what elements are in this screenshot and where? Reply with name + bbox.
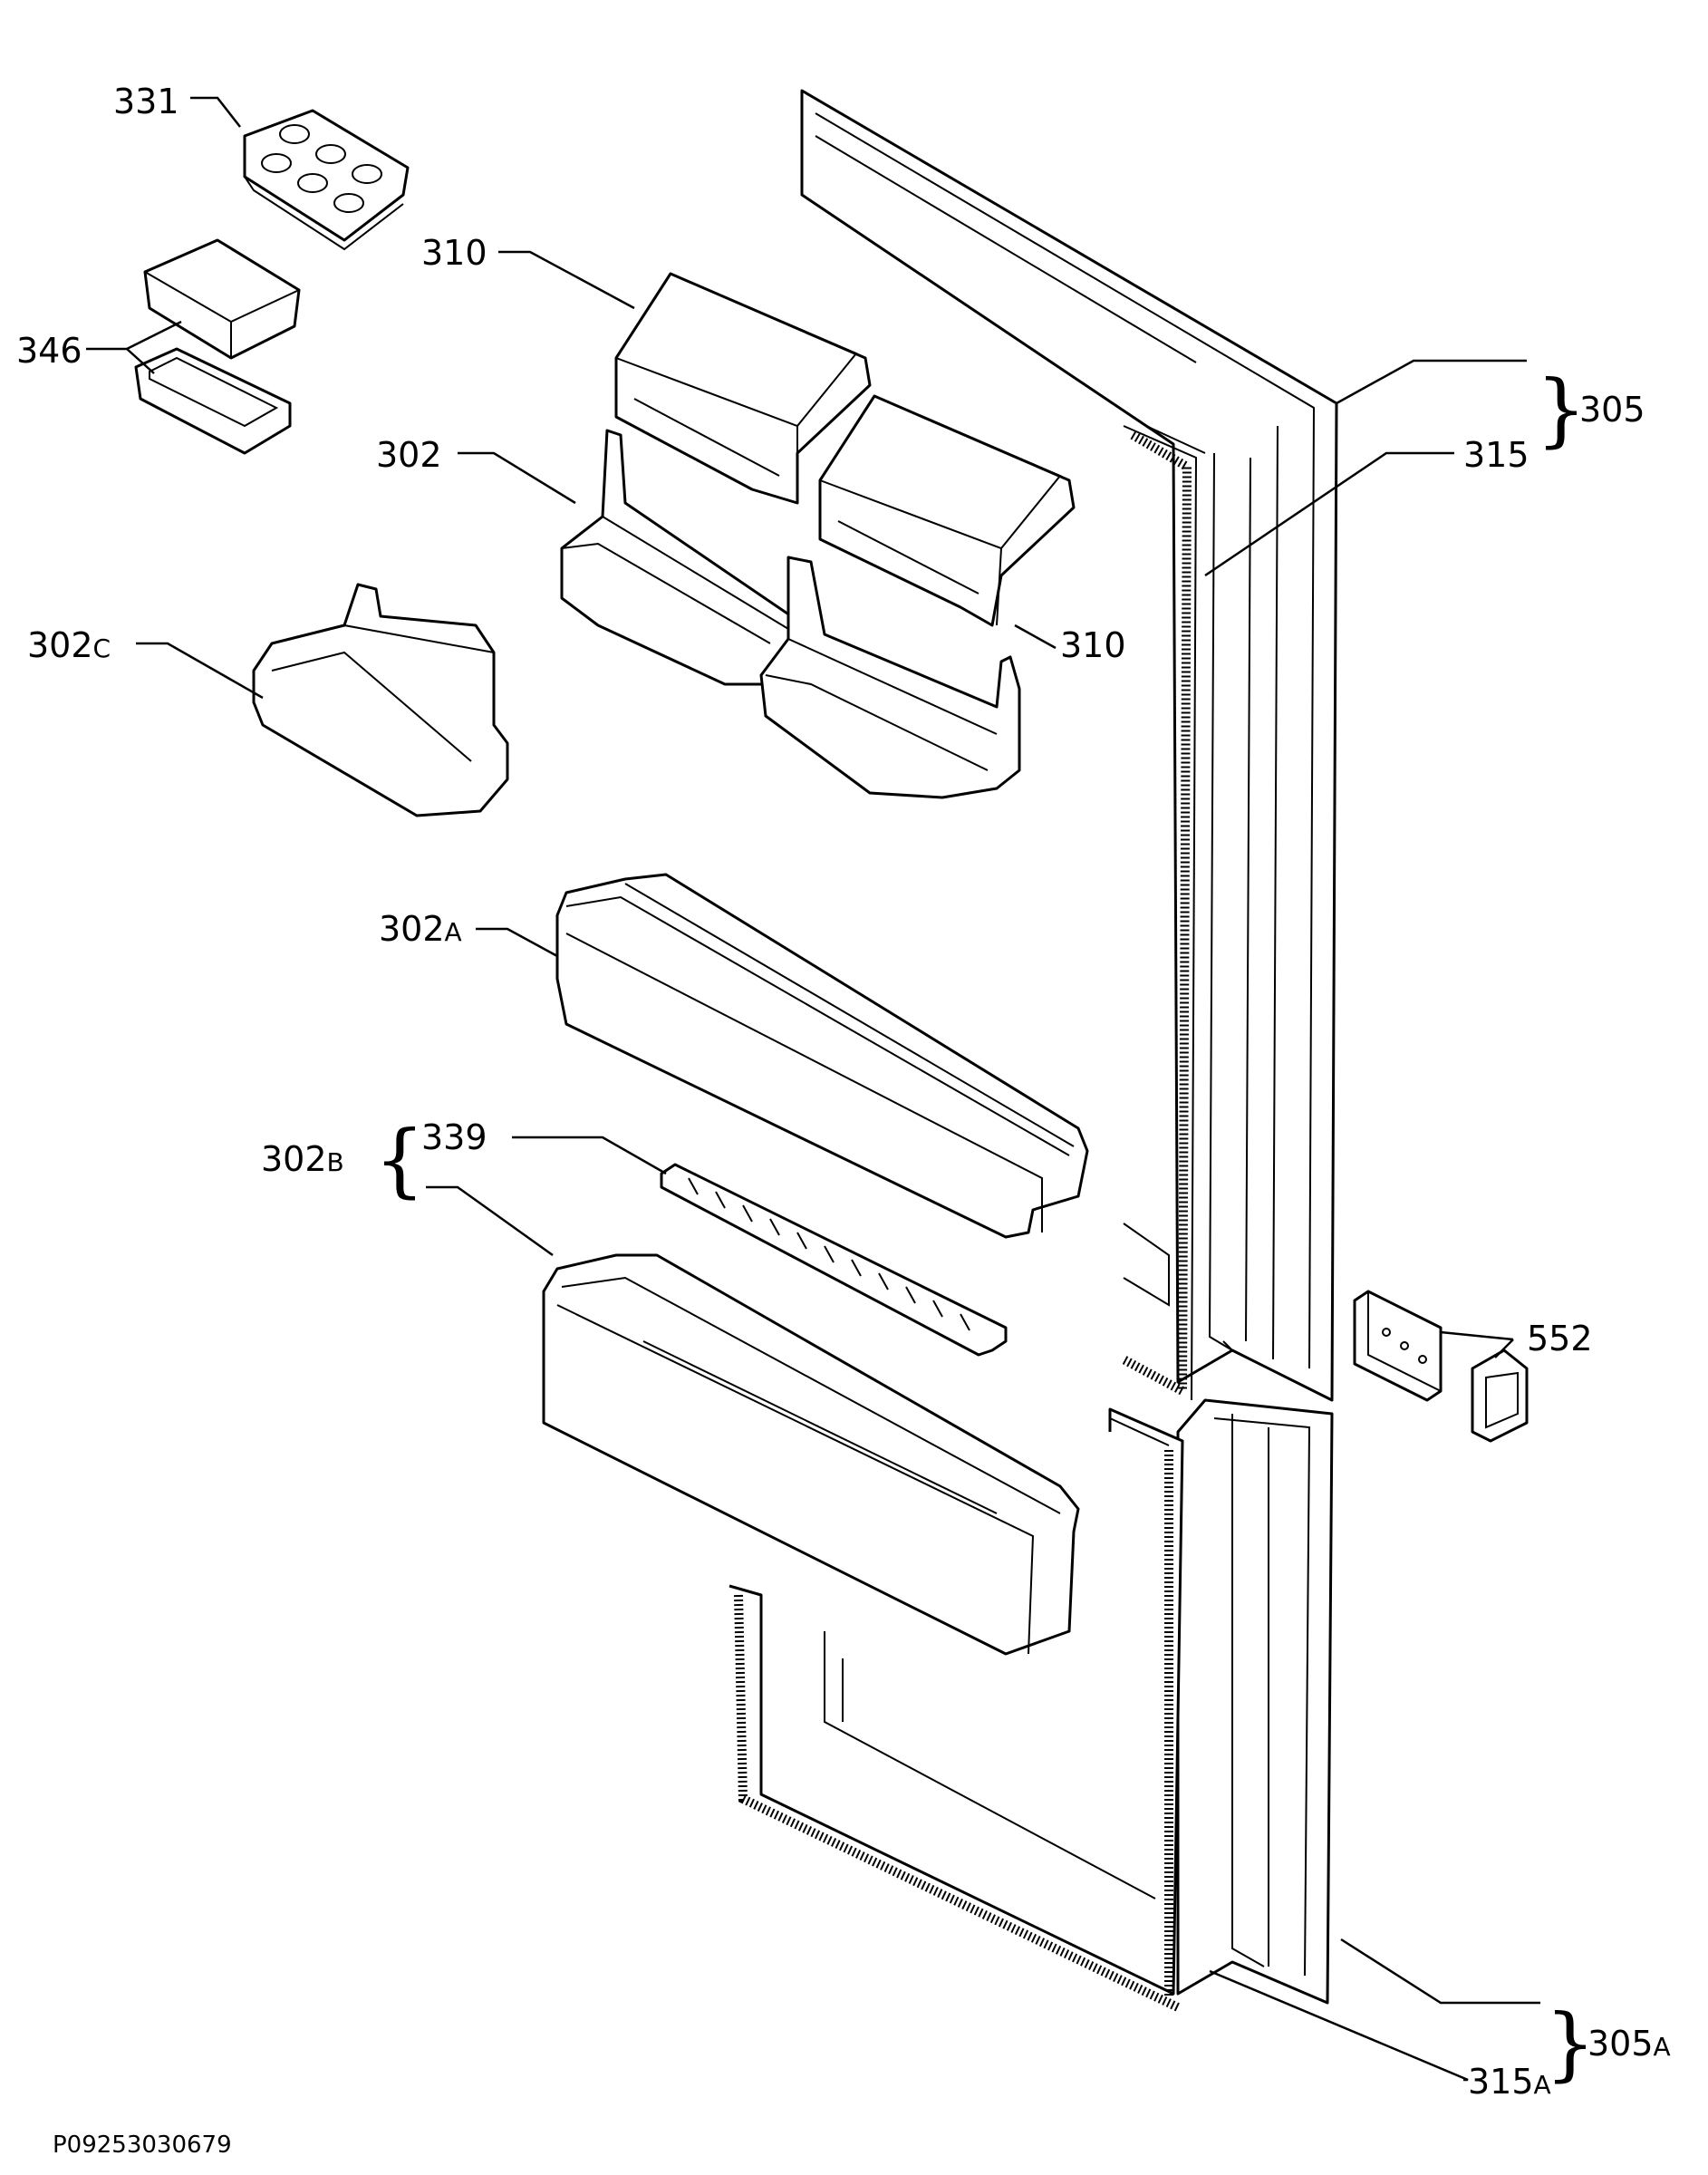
label-305: 305 [1579, 390, 1645, 430]
label-310-top: 310 [421, 233, 487, 273]
door-shelf-302-right [759, 556, 1021, 799]
brace-302b: { [374, 1113, 425, 1206]
label-305a: 305A [1587, 2024, 1671, 2064]
label-331: 331 [113, 82, 179, 121]
door-shelf-302c [252, 583, 509, 817]
brace-305a: } [1545, 1996, 1596, 2090]
bottle-rack-339 [660, 1163, 1008, 1357]
label-302a: 302A [379, 909, 462, 949]
label-302b: 302B [261, 1139, 344, 1179]
label-552: 552 [1527, 1319, 1593, 1358]
label-302c: 302C [27, 625, 111, 665]
label-302: 302 [376, 435, 442, 475]
butter-box-346 [134, 238, 301, 455]
label-346: 346 [16, 331, 82, 371]
hinge-plate-552 [1353, 1290, 1529, 1443]
drawing-reference-number: P09253030679 [53, 2132, 232, 2159]
label-339: 339 [421, 1117, 487, 1157]
brace-305: } [1536, 362, 1587, 456]
door-shelf-302b [542, 1253, 1080, 1656]
upper-door-gasket-315 [1121, 425, 1206, 1401]
leader-lines [86, 96, 1540, 2082]
egg-tray-331 [243, 109, 410, 251]
label-315: 315 [1463, 435, 1529, 475]
dairy-cover-310-right [818, 394, 1076, 627]
upper-door-305 [800, 89, 1338, 1402]
label-310-right: 310 [1060, 625, 1126, 665]
label-315a: 315A [1468, 2062, 1551, 2102]
dairy-cover-310-left [614, 272, 872, 505]
lower-door-305a [1176, 1398, 1334, 2005]
door-shelf-302-left [560, 429, 835, 686]
door-shelf-302a [555, 873, 1089, 1239]
